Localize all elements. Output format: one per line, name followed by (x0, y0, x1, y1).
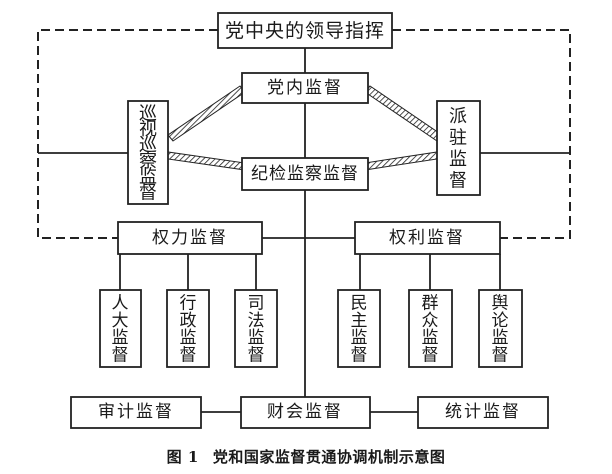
box-admin (166, 289, 210, 368)
figure-number: 图 1 (166, 448, 199, 466)
box-rights (354, 221, 501, 255)
label-admin: 行政监督 (180, 294, 197, 366)
dashed-right-line (392, 29, 571, 239)
hatch-stationed-to-discipline (364, 151, 438, 171)
dashed-left-line (37, 29, 218, 239)
supervision-diagram: 党中央的领导指挥 党内监督 纪检监察监督 权力监督 权利监督 财会监督 审计监督… (37, 12, 571, 429)
connectors (38, 48, 570, 413)
label-mass: 群众监督 (422, 294, 439, 366)
label-opinion: 舆论监督 (492, 294, 509, 366)
label-top-leadership: 党中央的领导指挥 (225, 20, 385, 42)
label-judicial: 司法监督 (248, 294, 265, 366)
box-mass (408, 289, 453, 368)
label-stationed: 派驻监督 (449, 106, 467, 192)
label-npc: 人大监督 (112, 294, 129, 366)
boxes (70, 12, 549, 429)
label-inspection: 巡视巡察监督 (139, 103, 157, 203)
hatch-inspection-to-party (167, 85, 246, 142)
box-party-internal (241, 72, 369, 104)
label-party-internal: 党内监督 (267, 78, 343, 98)
box-audit (70, 396, 202, 429)
label-audit: 审计监督 (98, 402, 174, 422)
box-power (117, 221, 263, 255)
box-npc (99, 289, 142, 368)
box-stationed (436, 100, 481, 196)
figure-title: 党和国家监督贯通协调机制示意图 (212, 448, 446, 466)
label-finance: 财会监督 (267, 402, 343, 422)
label-democratic: 民主监督 (351, 294, 368, 366)
figure-caption: 图 1 党和国家监督贯通协调机制示意图 (0, 446, 612, 467)
box-finance (240, 396, 371, 429)
box-discipline (241, 157, 369, 191)
hatch-stationed-to-party (364, 85, 443, 142)
box-inspection (127, 100, 169, 205)
label-discipline: 纪检监察监督 (251, 164, 359, 184)
hatch-inspection-to-discipline (167, 151, 246, 171)
dashed-frame (37, 29, 571, 239)
label-power: 权力监督 (152, 228, 228, 248)
label-rights: 权利监督 (389, 228, 465, 248)
box-judicial (234, 289, 278, 368)
box-top-leadership (217, 12, 393, 49)
box-stats (417, 396, 549, 429)
box-democratic (337, 289, 381, 368)
box-opinion (478, 289, 523, 368)
label-stats: 统计监督 (445, 402, 521, 422)
